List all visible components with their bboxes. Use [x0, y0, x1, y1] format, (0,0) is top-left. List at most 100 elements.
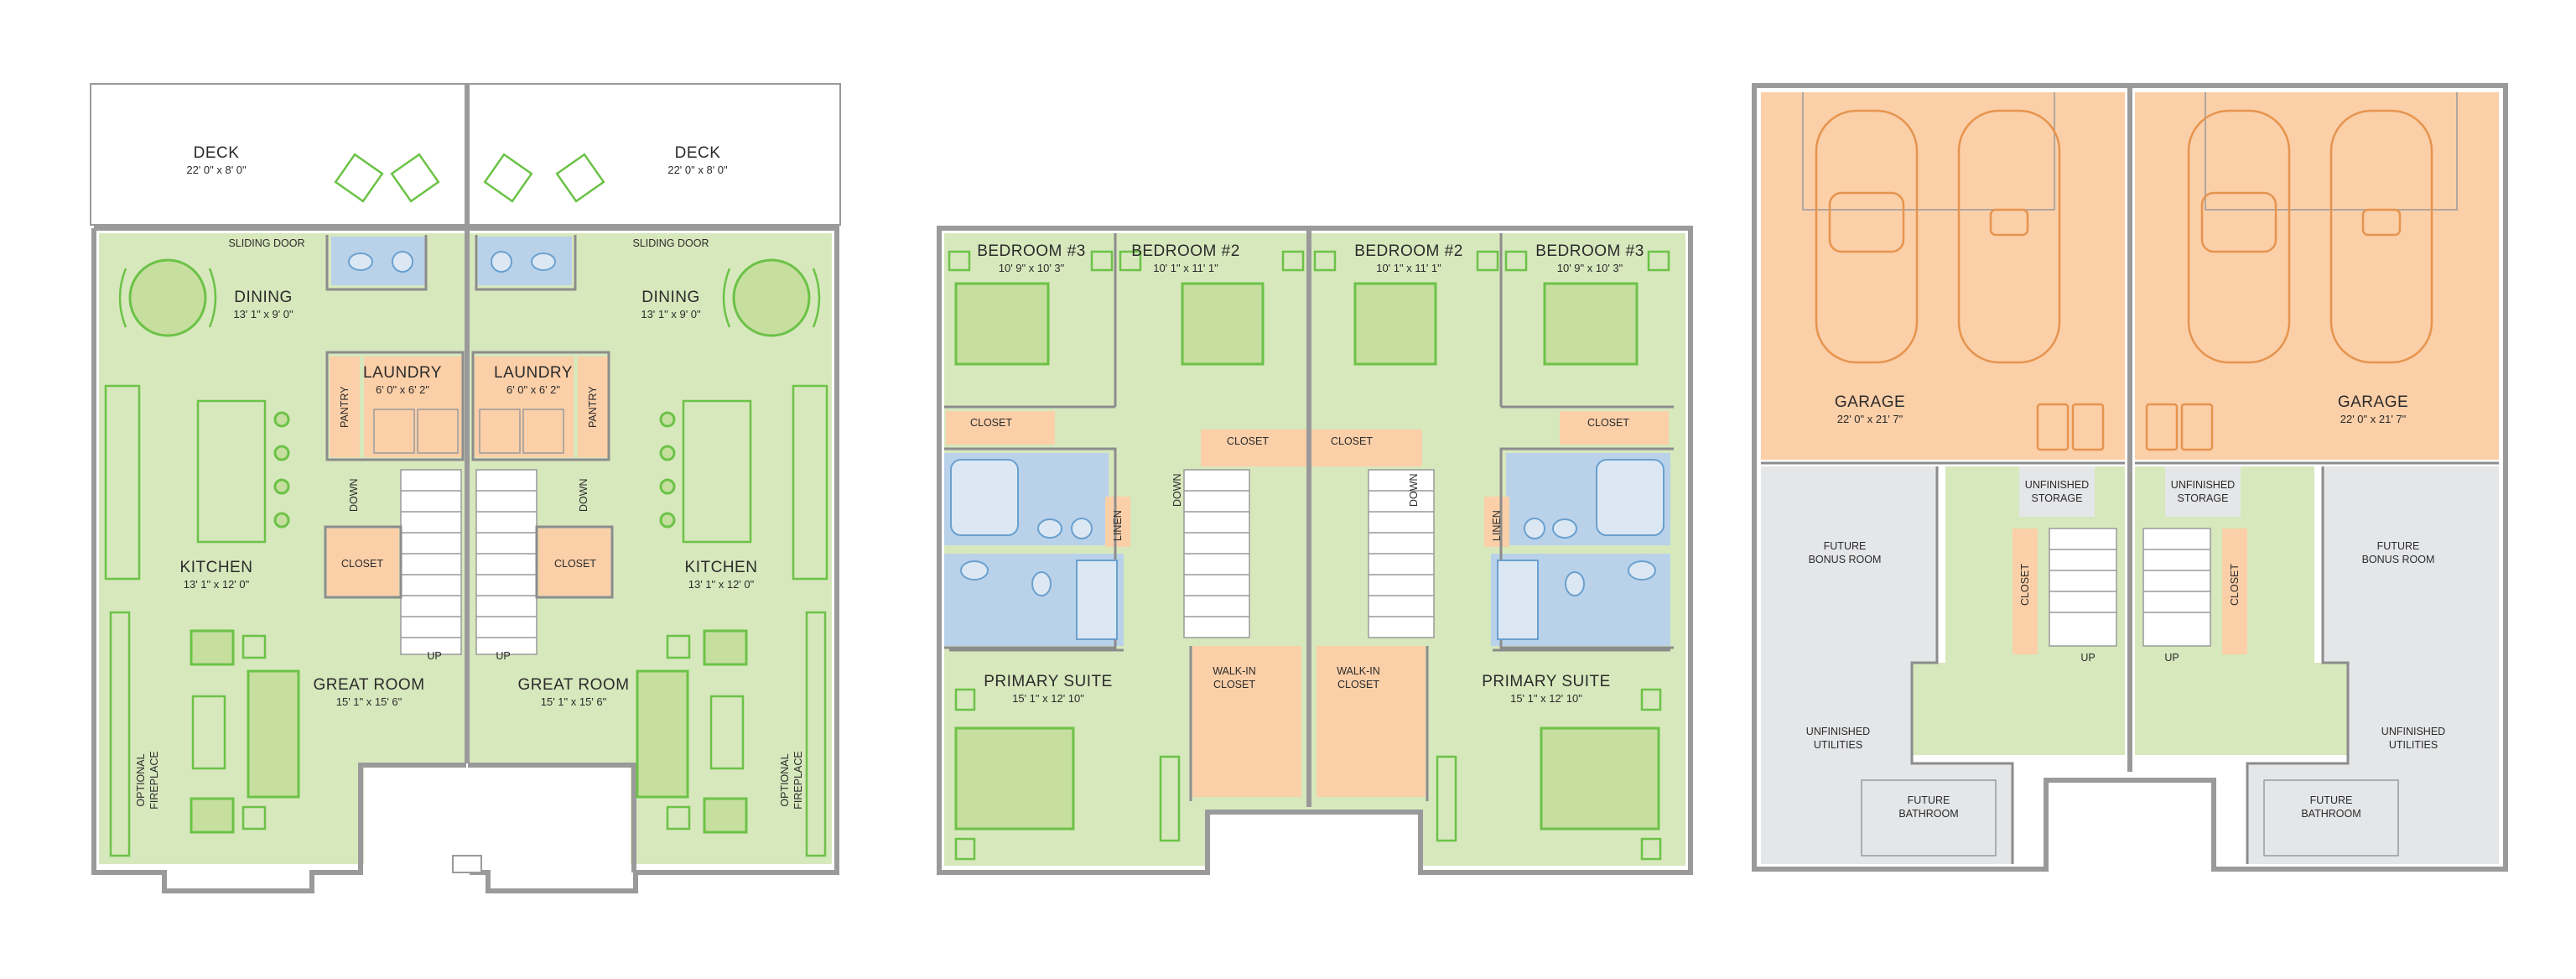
up-lower-left-label: UP	[2080, 652, 2095, 664]
toilet-icon	[348, 253, 556, 271]
kitchen-counter-right	[792, 384, 828, 581]
sliding-door-right-label: SLIDING DOOR	[633, 237, 709, 249]
closet-left-label: CLOSET	[341, 558, 383, 570]
nightstand	[948, 250, 1670, 861]
laundry-right-dim: 6' 0" x 6' 2"	[506, 383, 560, 396]
primary-right-label: PRIMARY SUITE	[1482, 673, 1611, 690]
kitchen-right-label: KITCHEN	[685, 559, 758, 576]
main-floor-exterior-wall-right	[94, 226, 839, 893]
walkin-left-label-2: CLOSET	[1213, 679, 1255, 690]
fireplace-right	[805, 611, 827, 857]
down-right-label: DOWN	[578, 478, 589, 512]
bed-icon	[954, 282, 1660, 831]
bath-right-label-2: BATHROOM	[2301, 808, 2360, 820]
walkin-right-label-1: WALK-IN	[1337, 665, 1380, 677]
laundry-left-label: LAUNDRY	[363, 364, 442, 382]
sofa-icon	[190, 629, 748, 834]
lower-staircase-left	[2049, 528, 2117, 647]
up-lower-right-label: UP	[2164, 652, 2179, 664]
linen-right	[1484, 497, 1509, 547]
lower-floor-exterior-wall	[1752, 83, 2508, 872]
bath-right-label-1: FUTURE	[2310, 794, 2353, 806]
closet-right	[538, 529, 610, 596]
closet-lower-left	[2012, 529, 2038, 654]
dining-left-label: DINING	[234, 289, 293, 306]
down-upper-left-label: DOWN	[1171, 473, 1183, 507]
dining-table-icon	[118, 258, 217, 337]
bonus-right-label-1: FUTURE	[2377, 540, 2420, 552]
upper-staircase-right	[1368, 469, 1435, 638]
garage-left-dim: 22' 0" x 21' 7"	[1837, 413, 1903, 425]
primary-left-dim: 15' 1" x 12' 10"	[1012, 692, 1084, 705]
bedroom2-right-label: BEDROOM #2	[1354, 242, 1463, 260]
storage-left-label-2: STORAGE	[2032, 492, 2083, 504]
side-table	[666, 634, 691, 659]
deck-left-dim: 22' 0" x 8' 0"	[186, 164, 247, 176]
closet-c	[1308, 430, 1422, 466]
side-table	[666, 805, 691, 831]
sink-icon	[960, 518, 1656, 581]
closet-left	[327, 529, 399, 596]
bedroom2-left-label: BEDROOM #2	[1131, 242, 1240, 260]
deck-right-dim: 22' 0" x 8' 0"	[667, 164, 728, 176]
svg-text:FIREPLACE: FIREPLACE	[148, 751, 160, 809]
dining-right-dim: 13' 1" x 9' 0"	[641, 308, 701, 320]
lower-staircase-right	[2142, 528, 2211, 647]
pantry-right	[578, 357, 608, 457]
sink-icon	[392, 251, 512, 273]
closet-a-label: CLOSET	[970, 417, 1012, 429]
storage-left-label-1: UNFINISHED	[2025, 479, 2089, 491]
kitchen-right-dim: 13' 1" x 12' 0"	[688, 578, 755, 591]
bedroom3-left-dim: 10' 9" x 10' 3"	[999, 262, 1065, 274]
closet-lower-right-label: CLOSET	[2229, 564, 2241, 606]
bonus-left-label-1: FUTURE	[1824, 540, 1867, 552]
kitchen-left-dim: 13' 1" x 12' 0"	[184, 578, 250, 591]
storage-right-label-2: STORAGE	[2178, 492, 2229, 504]
utilities-right-label-1: UNFINISHED	[2381, 726, 2445, 737]
storage-right-label-1: UNFINISHED	[2171, 479, 2235, 491]
deck-right-label: DECK	[675, 144, 721, 162]
primary-left-label: PRIMARY SUITE	[984, 673, 1113, 690]
side-table	[242, 805, 267, 831]
up-right-label: UP	[496, 650, 510, 662]
toilet-icon	[1031, 518, 1585, 596]
pantry-right-label: PANTRY	[587, 386, 599, 428]
fireplace-left-label: OPTIONAL FIREPLACE	[135, 751, 160, 809]
utilities-left	[1761, 663, 2012, 864]
closet-b-label: CLOSET	[1227, 435, 1269, 447]
closet-a	[946, 411, 1055, 445]
coffee-table-right	[709, 695, 745, 770]
svg-text:OPTIONAL: OPTIONAL	[135, 753, 147, 806]
closet-c-label: CLOSET	[1331, 435, 1373, 447]
upper-floor-plan: BEDROOM #3 10' 9" x 10' 3" BEDROOM #2 10…	[937, 226, 1693, 875]
linen-left	[1105, 497, 1130, 547]
washer-dryer-icon	[373, 409, 564, 454]
down-upper-right-label: DOWN	[1408, 473, 1420, 507]
pantry-left	[330, 357, 360, 457]
closet-right-label: CLOSET	[554, 558, 596, 570]
great-room-left-dim: 15' 1" x 15' 6"	[336, 695, 402, 708]
utilities-left-label-1: UNFINISHED	[1806, 726, 1870, 737]
side-table	[242, 634, 267, 659]
linen-right-label: LINEN	[1491, 510, 1503, 541]
garage-right-label: GARAGE	[2338, 393, 2408, 411]
upper-staircase-left	[1183, 469, 1250, 638]
chair-icon	[334, 153, 605, 203]
storage-left	[2019, 466, 2095, 517]
closet-lower-left-label: CLOSET	[2019, 564, 2031, 606]
utilities-right	[2247, 663, 2499, 864]
garage-right	[2135, 92, 2499, 460]
great-room-right-dim: 15' 1" x 15' 6"	[541, 695, 607, 708]
coffee-table-left	[191, 695, 226, 770]
storage-bins	[2036, 403, 2214, 451]
garage-left	[1761, 92, 2125, 460]
dining-table-icon	[722, 258, 821, 337]
bonus-right-label-2: BONUS ROOM	[2362, 554, 2435, 565]
great-room-right-label: GREAT ROOM	[517, 676, 629, 694]
utilities-left-label-2: UTILITIES	[1814, 739, 1862, 751]
laundry-room-left	[364, 357, 463, 457]
garage-left-label: GARAGE	[1835, 393, 1905, 411]
deck-left-label: DECK	[194, 144, 240, 162]
